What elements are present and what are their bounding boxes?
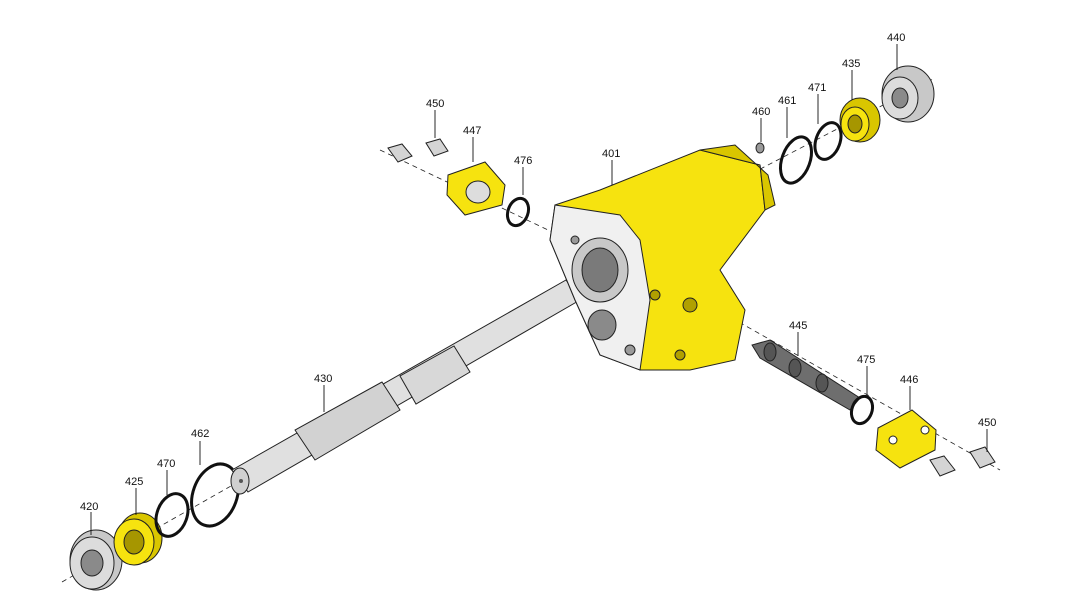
part-475-o-ring [849, 394, 875, 426]
part-401-housing [549, 144, 776, 371]
callout-435: 435 [842, 58, 860, 70]
callout-475: 475 [857, 354, 875, 366]
callout-450-top: 450 [426, 98, 444, 110]
part-450-bolts-bottom [929, 446, 996, 477]
callout-440: 440 [887, 32, 905, 44]
callout-470: 470 [157, 458, 175, 470]
part-446-cap [875, 409, 937, 469]
callout-401: 401 [602, 148, 620, 160]
part-460-small-ring [755, 142, 765, 154]
part-450-bolts-top [387, 138, 449, 163]
part-440-nut [881, 65, 935, 123]
callout-430: 430 [314, 373, 332, 385]
callout-476: 476 [514, 155, 532, 167]
callout-420: 420 [80, 501, 98, 513]
callout-450-bottom: 450 [978, 417, 996, 429]
leader-lines [90, 44, 988, 535]
callout-460: 460 [752, 106, 770, 118]
callout-425: 425 [125, 476, 143, 488]
part-435-yellow-nut [839, 97, 881, 143]
part-430-shaft [230, 279, 581, 495]
callout-445: 445 [789, 320, 807, 332]
callout-462: 462 [191, 428, 209, 440]
callout-labels: 420 425 470 462 430 401 476 447 450 460 … [80, 32, 996, 513]
part-476-o-ring [505, 196, 531, 228]
callout-461: 461 [778, 95, 796, 107]
callout-446: 446 [900, 374, 918, 386]
callout-471: 471 [808, 82, 826, 94]
part-471-o-ring [813, 121, 843, 161]
part-447-cap [446, 161, 506, 216]
part-420-nut [69, 529, 123, 591]
part-445-spool [751, 339, 861, 411]
part-470-o-ring [154, 492, 190, 538]
part-462-o-ring [190, 462, 240, 528]
part-425-yellow-nut [113, 512, 163, 566]
part-461-o-ring [778, 135, 814, 185]
callout-447: 447 [463, 125, 481, 137]
assembly-axes [61, 77, 1001, 583]
